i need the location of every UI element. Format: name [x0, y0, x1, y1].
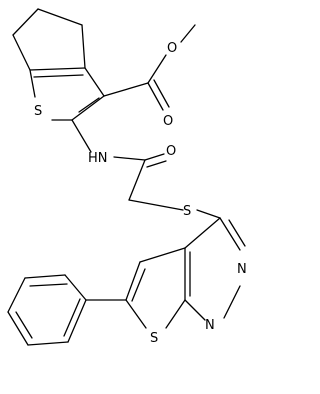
atom-label-o-carbonyl: O: [163, 114, 173, 129]
thiophene-ring-lower: [125, 247, 186, 329]
methyl-ester-group: [103, 24, 196, 111]
atom-label-o-amide: O: [166, 144, 176, 159]
atom-label-n1: N: [237, 262, 247, 277]
molecule-diagram: S O O HN O S N N S: [7, 8, 247, 346]
structure-svg: S O O HN O S N N S: [7, 8, 247, 346]
atom-label-nh: HN: [88, 151, 108, 166]
atom-label-s2: S: [183, 204, 191, 219]
atom-labels: S O O HN O S N N S: [34, 41, 247, 346]
pyrimidine-ring: [184, 217, 246, 321]
amide-linker: [71, 119, 221, 219]
atom-label-o-methoxy: O: [167, 41, 177, 56]
atom-label-s3: S: [150, 331, 158, 346]
phenyl-ring: [7, 274, 127, 346]
cyclopentane-ring: [12, 8, 86, 71]
atom-label-n2: N: [205, 318, 215, 333]
atom-label-s1: S: [34, 104, 42, 119]
thiophene-ring-upper: [29, 67, 105, 121]
